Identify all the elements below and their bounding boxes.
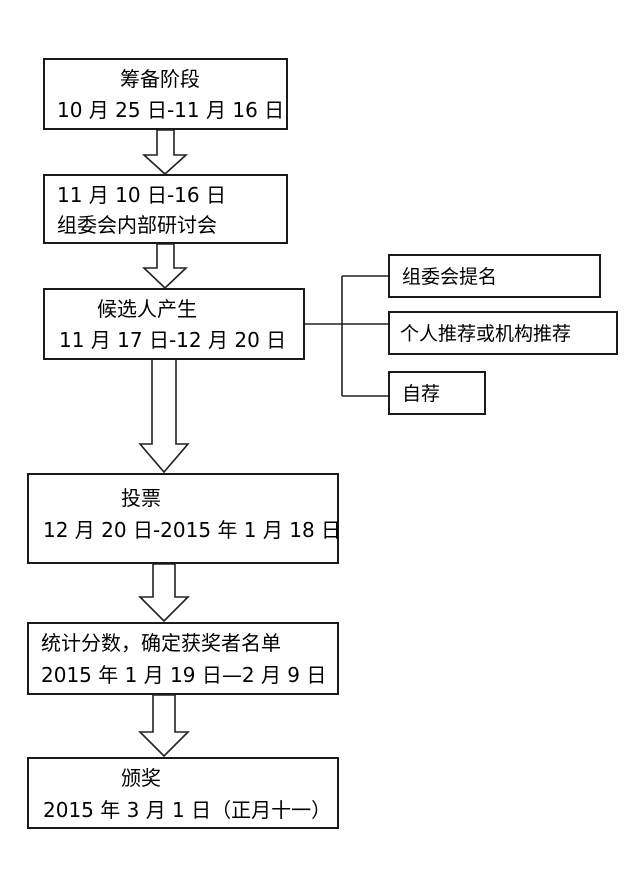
stage-score-tally-dates: 2015 年 1 月 19 日—2 月 9 日: [41, 663, 327, 687]
stage-voting: 投票 12 月 20 日-2015 年 1 月 18 日: [27, 473, 342, 564]
stage-award-ceremony: 颁奖 2015 年 3 月 1 日（正月十一）: [27, 757, 339, 829]
stage-score-tally: 统计分数，确定获奖者名单 2015 年 1 月 19 日—2 月 9 日: [27, 622, 339, 695]
stage-preparation-dates: 10 月 25 日-11 月 16 日: [57, 98, 285, 122]
source-self-nomination: 自荐: [388, 371, 486, 415]
source-committee-nomination-label: 组委会提名: [402, 266, 498, 288]
stage-internal-seminar: 11 月 10 日-16 日 组委会内部研讨会: [43, 174, 288, 244]
source-committee-nomination: 组委会提名: [388, 254, 601, 298]
stage-voting-dates: 12 月 20 日-2015 年 1 月 18 日: [43, 518, 342, 542]
source-personal-or-institution-label: 个人推荐或机构推荐: [400, 323, 572, 345]
source-self-nomination-label: 自荐: [402, 383, 441, 405]
stage-preparation: 筹备阶段 10 月 25 日-11 月 16 日: [43, 58, 288, 130]
stage-score-tally-title: 统计分数，确定获奖者名单: [41, 631, 281, 655]
stage-candidate-generation: 候选人产生 11 月 17 日-12 月 20 日: [43, 288, 305, 360]
arrow-down-4: [138, 563, 190, 623]
stage-award-ceremony-title: 颁奖: [121, 766, 161, 790]
arrow-down-2: [142, 243, 188, 290]
stage-candidate-generation-dates: 11 月 17 日-12 月 20 日: [59, 328, 287, 352]
arrow-down-5: [138, 694, 190, 758]
arrow-down-3: [138, 358, 190, 474]
stage-voting-title: 投票: [121, 486, 161, 510]
stage-preparation-title: 筹备阶段: [120, 67, 200, 91]
source-personal-or-institution: 个人推荐或机构推荐: [388, 311, 618, 355]
stage-internal-seminar-dates: 11 月 10 日-16 日: [57, 183, 226, 207]
stage-award-ceremony-dates: 2015 年 3 月 1 日（正月十一）: [43, 798, 332, 822]
arrow-down-1: [141, 129, 189, 176]
stage-internal-seminar-title: 组委会内部研讨会: [57, 213, 217, 237]
stage-candidate-generation-title: 候选人产生: [97, 297, 197, 321]
